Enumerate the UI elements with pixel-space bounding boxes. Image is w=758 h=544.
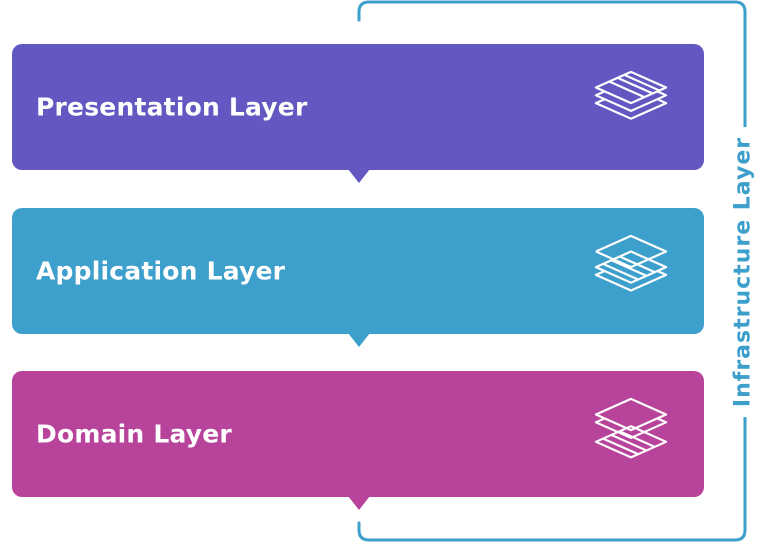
layers-middle-highlighted-icon xyxy=(594,234,668,292)
application-layer: Application Layer xyxy=(12,208,704,347)
presentation-layer-label: Presentation Layer xyxy=(36,92,308,122)
domain-layer: Domain Layer xyxy=(12,371,704,510)
application-layer-pointer xyxy=(348,333,370,347)
infrastructure-layer-label: Infrastructure Layer xyxy=(730,126,756,418)
layers-bottom-highlighted-icon xyxy=(594,397,668,459)
presentation-layer: Presentation Layer xyxy=(12,44,704,183)
layers-top-highlighted-icon xyxy=(594,70,668,120)
presentation-layer-pointer xyxy=(348,169,370,183)
application-layer-label: Application Layer xyxy=(36,256,286,286)
domain-layer-pointer xyxy=(348,496,370,510)
domain-layer-label: Domain Layer xyxy=(36,419,232,449)
